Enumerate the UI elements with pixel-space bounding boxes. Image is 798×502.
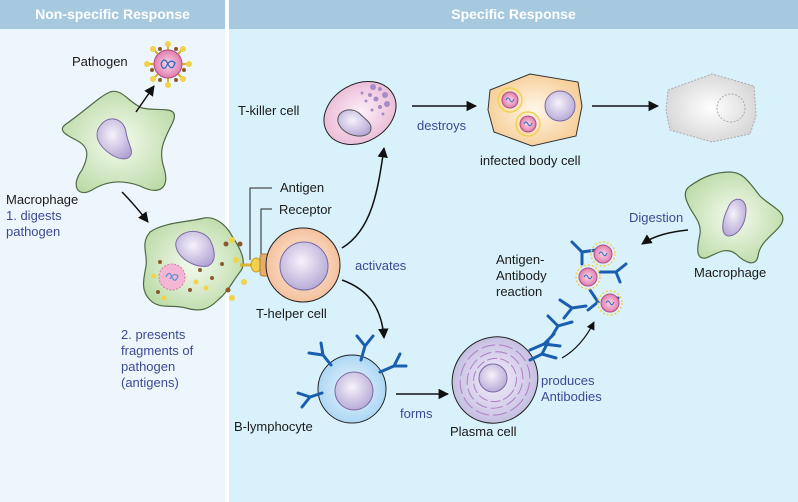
pathogen-icon <box>144 41 192 88</box>
forms-label: forms <box>400 406 433 421</box>
plasma-cell <box>451 336 558 424</box>
arrow-antibodies <box>561 321 595 359</box>
ag-ab-line2: Antibody <box>496 268 547 283</box>
presenting-macrophage <box>142 217 247 311</box>
ag-ab-line1: Antigen- <box>496 252 545 267</box>
macrophage-cell <box>61 90 175 194</box>
step1-line1: 1. digests <box>6 208 62 223</box>
antigen-label: Antigen <box>280 180 325 195</box>
macrophage-label: Macrophage <box>6 192 79 207</box>
step2-line3: pathogen <box>121 359 176 374</box>
macrophage2-label: Macrophage <box>694 265 767 280</box>
arrow-release <box>135 85 155 113</box>
arrow-to-t-killer <box>341 146 388 249</box>
digestion-label: Digestion <box>629 210 684 225</box>
specific-header: Specific Response <box>229 0 798 29</box>
destroys-label: destroys <box>417 118 467 133</box>
step1-line2: pathogen <box>6 224 61 239</box>
destroyed-cell <box>665 73 757 143</box>
t-helper-cell <box>265 227 341 303</box>
step2-line2: fragments of <box>121 343 194 358</box>
b-lymphocyte-label: B-lymphocyte <box>234 419 313 434</box>
plasma-cell-label: Plasma cell <box>450 424 517 439</box>
arrow-engulf <box>121 191 149 223</box>
receptor-label: Receptor <box>279 202 332 217</box>
non-specific-header: Non-specific Response <box>0 0 225 29</box>
activates-label: activates <box>355 258 407 273</box>
macrophage-cell-2 <box>684 171 784 264</box>
step2-line4: (antigens) <box>121 375 179 390</box>
t-killer-cell <box>323 81 397 145</box>
produces-line1: produces <box>541 373 595 388</box>
infected-cell-label: infected body cell <box>480 153 581 168</box>
arrow-to-b-lymphocyte <box>341 279 389 340</box>
step2-line1: 2. presents <box>121 327 186 342</box>
ag-ab-line3: reaction <box>496 284 543 299</box>
infected-body-cell <box>487 73 583 147</box>
arrow-digestion <box>641 229 689 245</box>
antigen-antibody-complex <box>528 240 628 352</box>
b-lymphocyte-cell <box>296 334 408 424</box>
t-helper-label: T-helper cell <box>256 306 327 321</box>
t-killer-label: T-killer cell <box>238 103 300 118</box>
produces-line2: Antibodies <box>541 389 602 404</box>
pathogen-label: Pathogen <box>72 54 128 69</box>
